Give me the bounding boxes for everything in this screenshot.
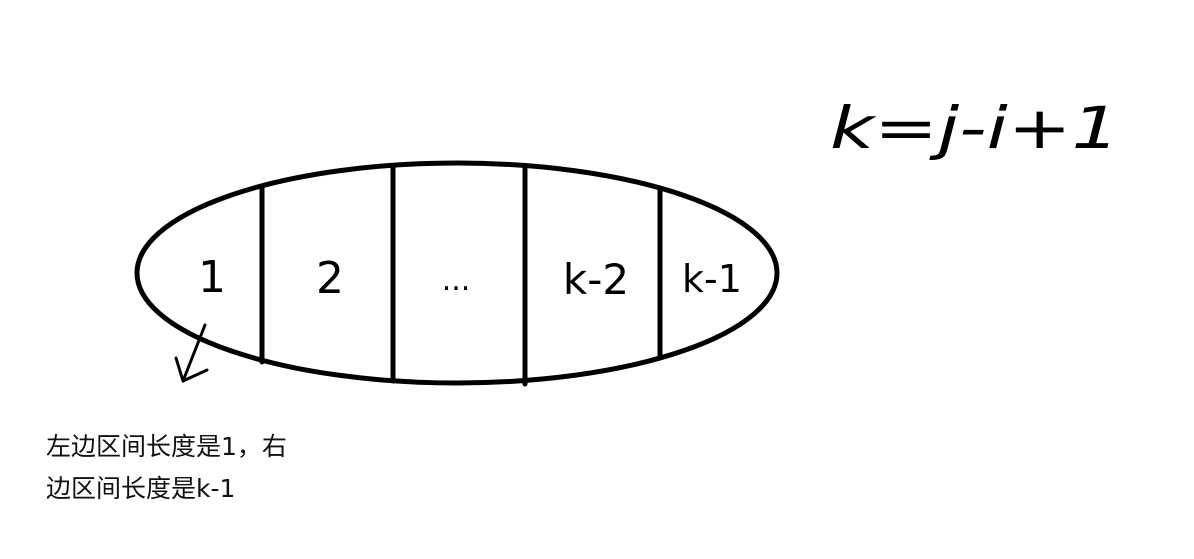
- arrow-icon: [174, 323, 209, 383]
- segment-label-1: 1: [198, 252, 226, 303]
- formula-text: k=j-i+1: [830, 94, 1120, 162]
- segment-label-k-minus-1: k-1: [682, 257, 742, 301]
- segment-label-ellipsis: ...: [442, 263, 471, 298]
- segment-label-2: 2: [316, 253, 344, 304]
- caption-line-2: 边区间长度是k-1: [46, 474, 236, 503]
- caption: 左边区间长度是1，右 边区间长度是k-1: [46, 426, 386, 510]
- segment-label-k-minus-2: k-2: [563, 255, 629, 304]
- caption-line-1: 左边区间长度是1，右: [46, 432, 287, 461]
- interval-ellipse: [134, 160, 780, 386]
